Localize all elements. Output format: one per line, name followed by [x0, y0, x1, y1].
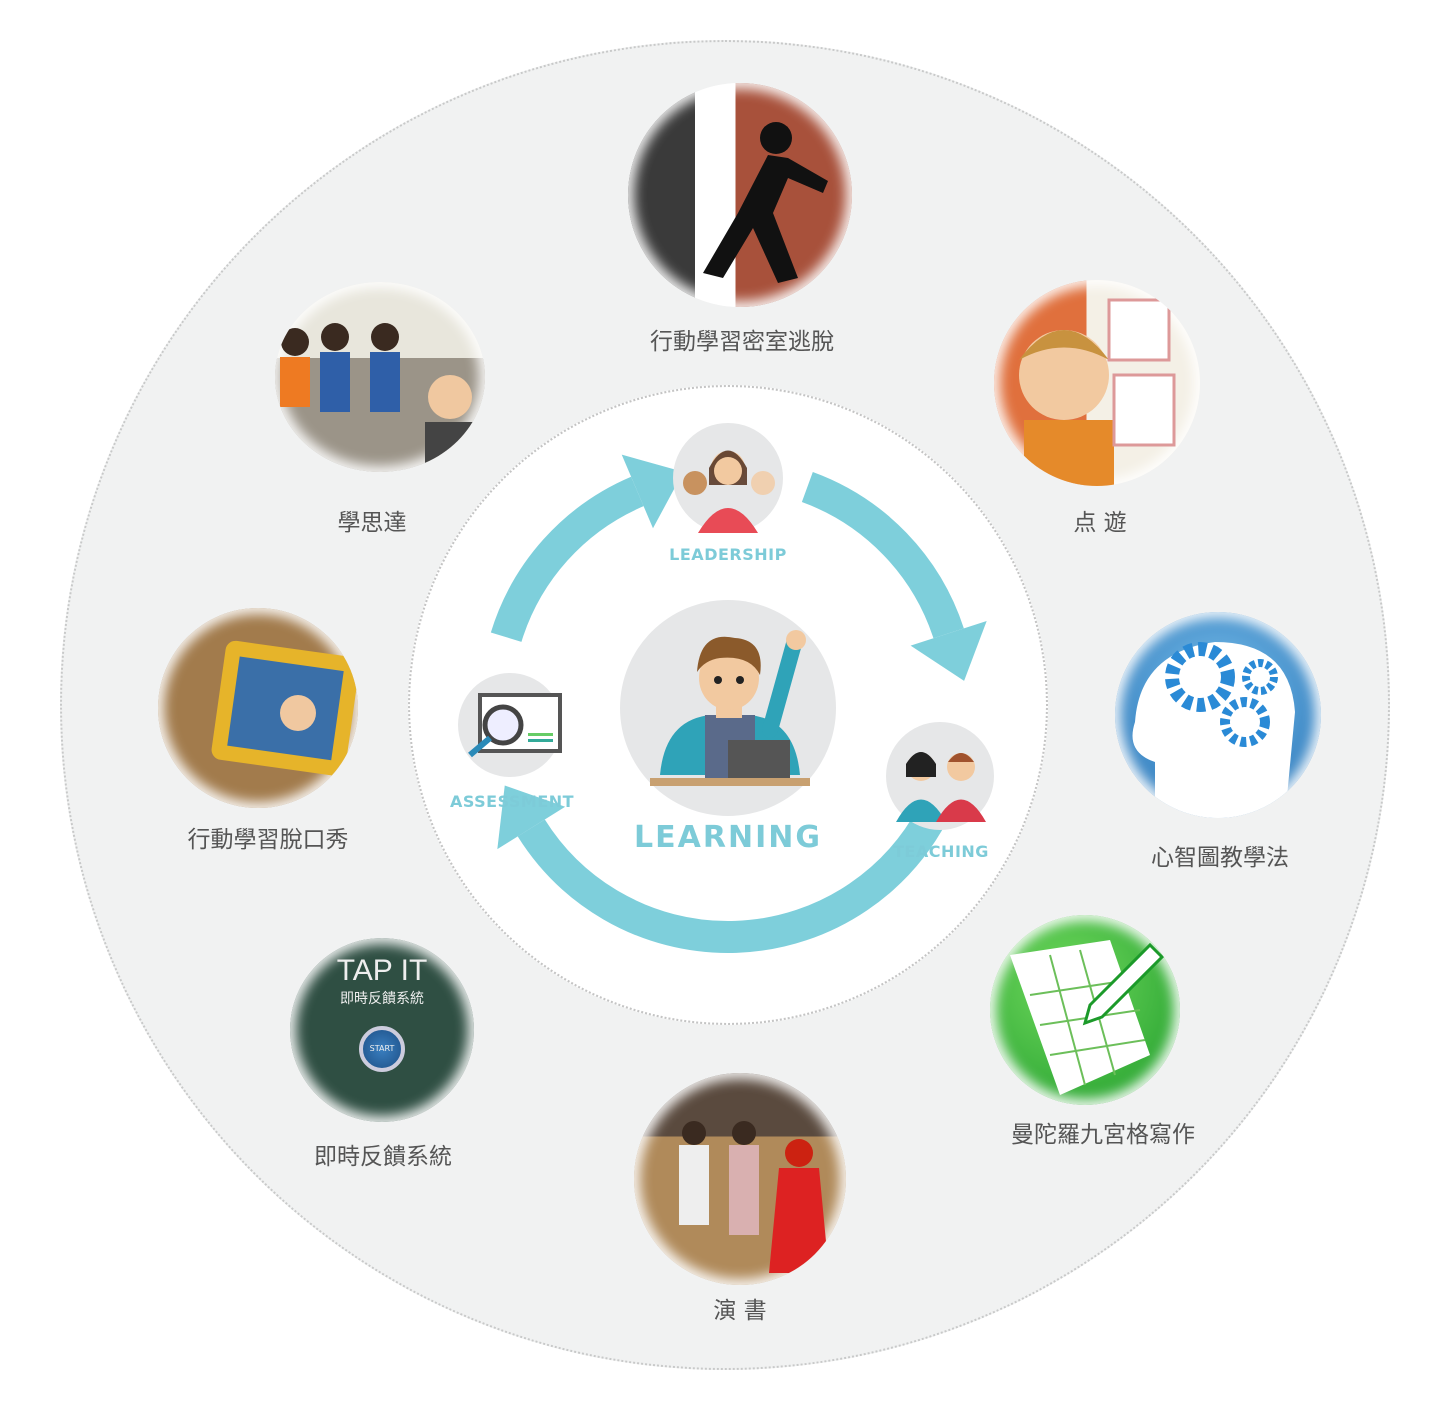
- drama-image[interactable]: [634, 1073, 846, 1285]
- tapit-title: TAP IT: [336, 954, 428, 987]
- method-label: 点 遊: [1073, 510, 1127, 536]
- learning-title: LEARNING: [634, 820, 822, 855]
- method-label: 行動學習密室逃脫: [650, 329, 834, 355]
- head-gears-icon: [1132, 642, 1295, 818]
- cycle-arrow: [801, 471, 964, 639]
- performers-icon: [679, 1121, 829, 1273]
- tap-it-image[interactable]: TAP IT 即時反饋系統 START: [290, 938, 474, 1122]
- tablet-icon: [211, 640, 358, 776]
- method-label: 即時反饋系統: [314, 1144, 452, 1170]
- arrowhead: [621, 454, 684, 529]
- learning-student-icon: [620, 600, 836, 816]
- grid-pencil-icon: [1010, 940, 1165, 1095]
- method-label: 演 書: [713, 1298, 767, 1324]
- head-gears-image[interactable]: [1115, 612, 1321, 818]
- boy-thumbs-up-image[interactable]: [994, 280, 1200, 486]
- tablet-video-image[interactable]: [158, 608, 358, 808]
- teaching-icon: [886, 722, 994, 830]
- arrowhead: [910, 620, 987, 681]
- teaching-label: TEACHING: [893, 842, 989, 861]
- grid-pencil-image[interactable]: [990, 915, 1180, 1105]
- leadership-icon: [673, 423, 783, 533]
- assessment-icon: [458, 673, 562, 777]
- method-label: 心智圖教學法: [1151, 845, 1289, 871]
- students-icon: [280, 323, 480, 472]
- method-label: 曼陀羅九宮格寫作: [1011, 1122, 1195, 1148]
- cycle-arrow: [490, 476, 644, 643]
- running-man-icon: [703, 122, 828, 283]
- tapit-subtitle: 即時反饋系統: [340, 991, 424, 1007]
- escape-room-image[interactable]: [628, 83, 852, 307]
- cycle-arrow: [517, 806, 947, 953]
- leadership-label: LEADERSHIP: [669, 545, 787, 564]
- method-label: 行動學習脫口秀: [187, 827, 349, 853]
- method-label: 學思達: [337, 510, 407, 536]
- boy-icon: [1019, 298, 1176, 486]
- arrowhead: [497, 785, 566, 850]
- tapit-start-button[interactable]: START: [359, 1026, 405, 1072]
- start-label: START: [369, 1044, 395, 1053]
- assessment-label: ASSESSMENT: [449, 792, 575, 811]
- classroom-image[interactable]: [275, 282, 485, 472]
